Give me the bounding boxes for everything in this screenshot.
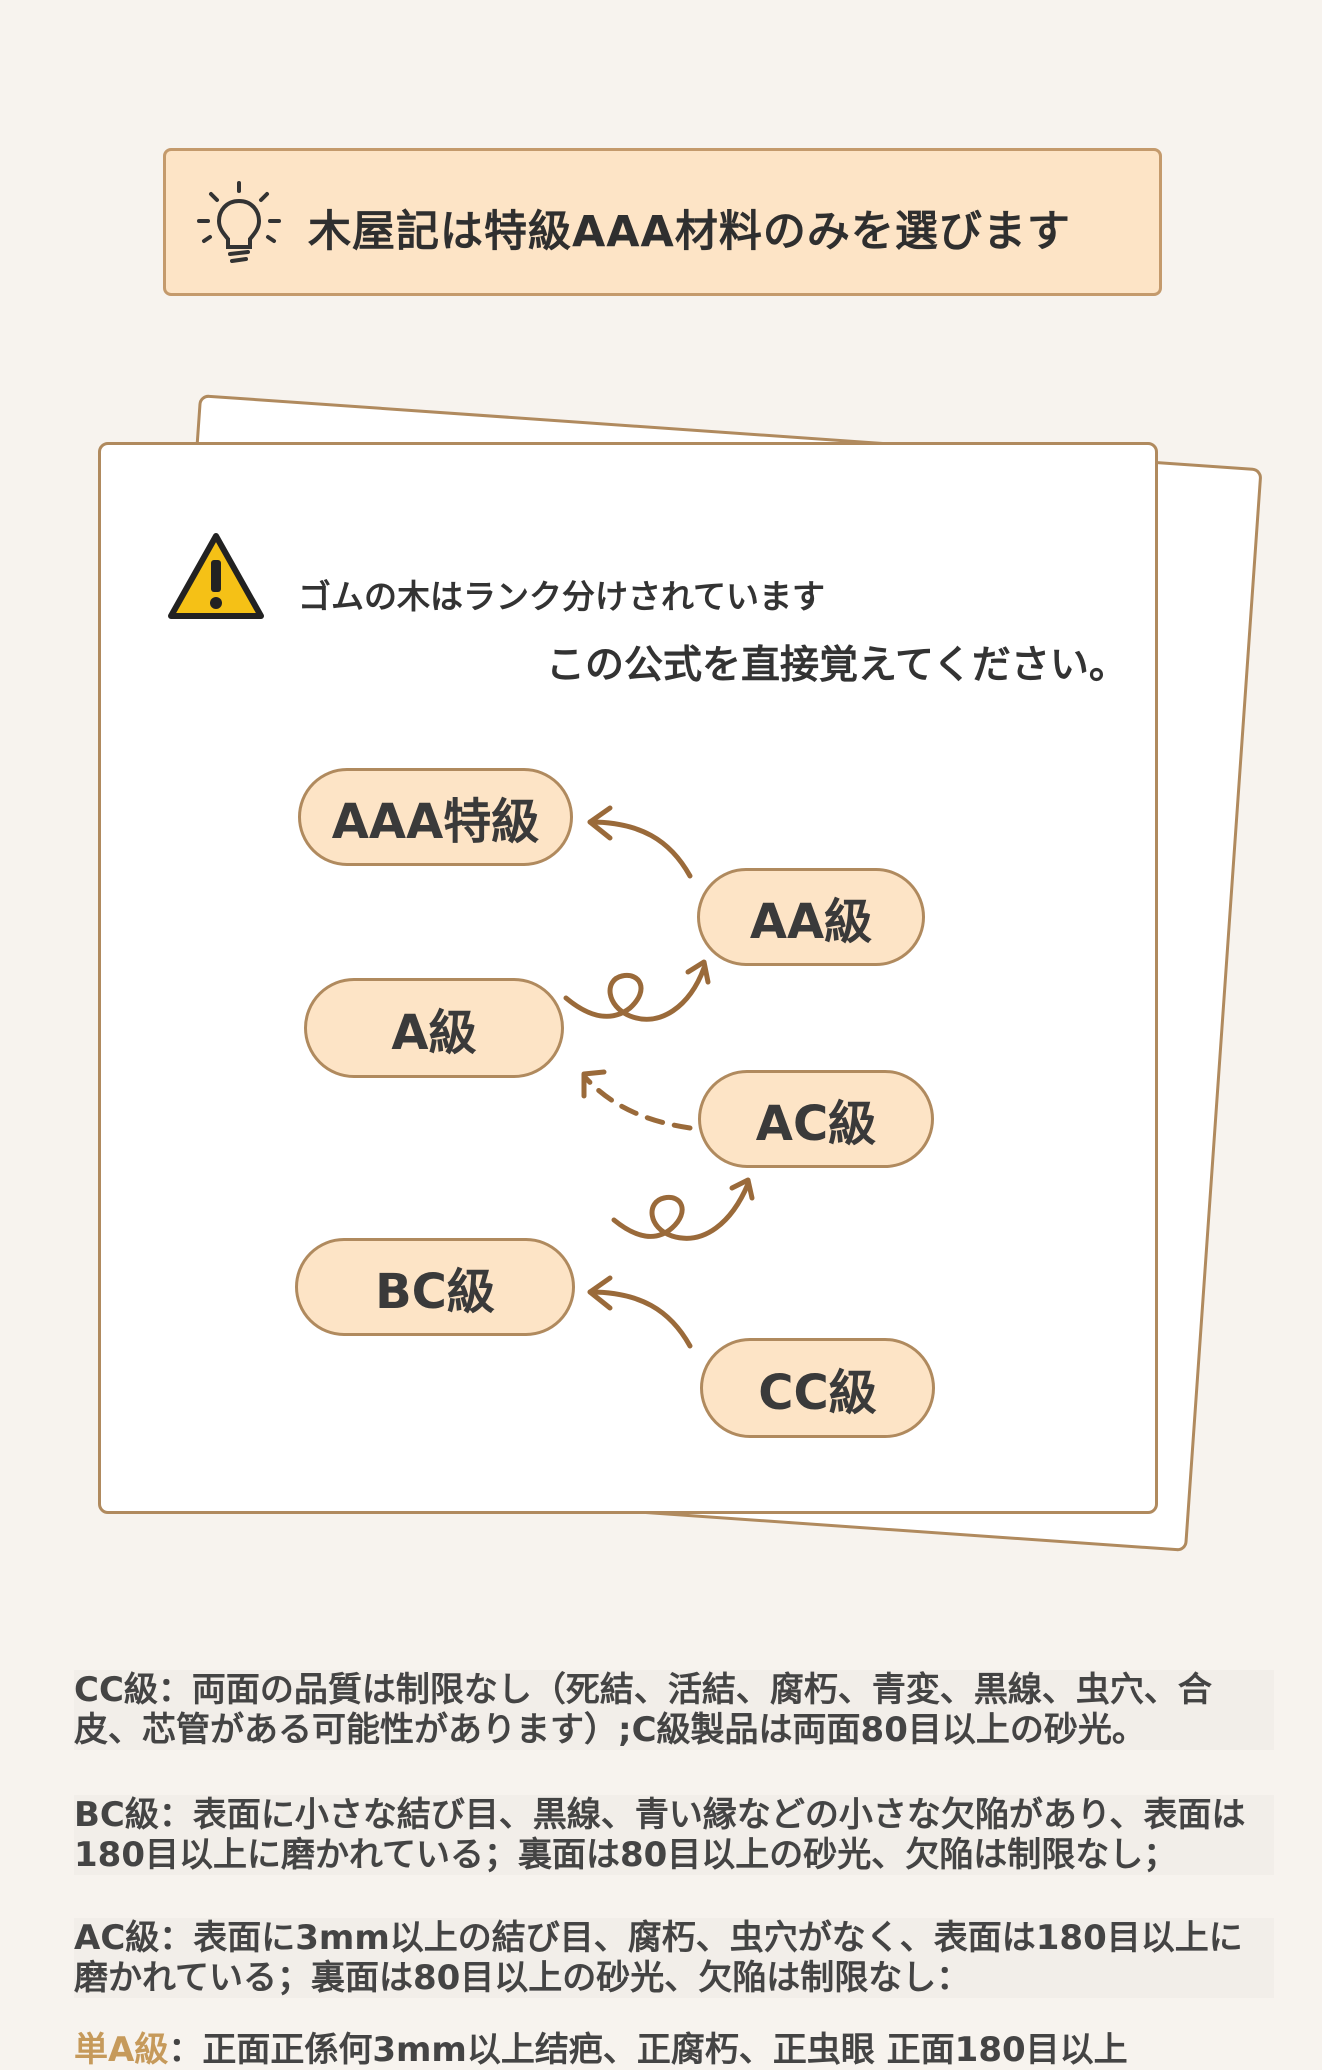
desc-a-partial: 単A級：正面正係何3mm以上结疤、正腐朽、正虫眼 正面180目以上 — [74, 2030, 1274, 2070]
grade-aa-pill: AA級 — [697, 868, 925, 966]
lightbulb-icon — [197, 181, 281, 263]
desc-a-text: ：正面正係何3mm以上结疤、正腐朽、正虫眼 正面180目以上 — [168, 2030, 1128, 2070]
grade-aaa-pill: AAA特級 — [298, 768, 573, 866]
instruction-text: この公式を直接覚えてください。 — [546, 643, 1128, 688]
desc-a-tag: 単A級 — [74, 2030, 169, 2070]
desc-ac: AC級：表面に3mm以上の結び目、腐朽、虫穴がなく、表面は180目以上に磨かれて… — [74, 1918, 1274, 1998]
warning-text: ゴムの木はランク分けされています — [298, 577, 826, 616]
warning-icon — [168, 533, 264, 619]
banner-title: 木屋記は特級AAA材料のみを選びます — [308, 207, 1071, 257]
grade-ac-pill: AC級 — [698, 1070, 934, 1168]
title-banner: 木屋記は特級AAA材料のみを選びます — [163, 148, 1162, 296]
grade-bc-pill: BC級 — [295, 1238, 575, 1336]
desc-cc: CC級：両面の品質は制限なし（死結、活結、腐朽、青変、黒線、虫穴、合皮、芯管があ… — [74, 1670, 1274, 1750]
desc-bc: BC級：表面に小さな結び目、黒線、青い縁などの小さな欠陥があり、表面は180目以… — [74, 1795, 1274, 1875]
grade-cc-pill: CC級 — [700, 1338, 935, 1438]
grade-a-pill: A級 — [304, 978, 564, 1078]
